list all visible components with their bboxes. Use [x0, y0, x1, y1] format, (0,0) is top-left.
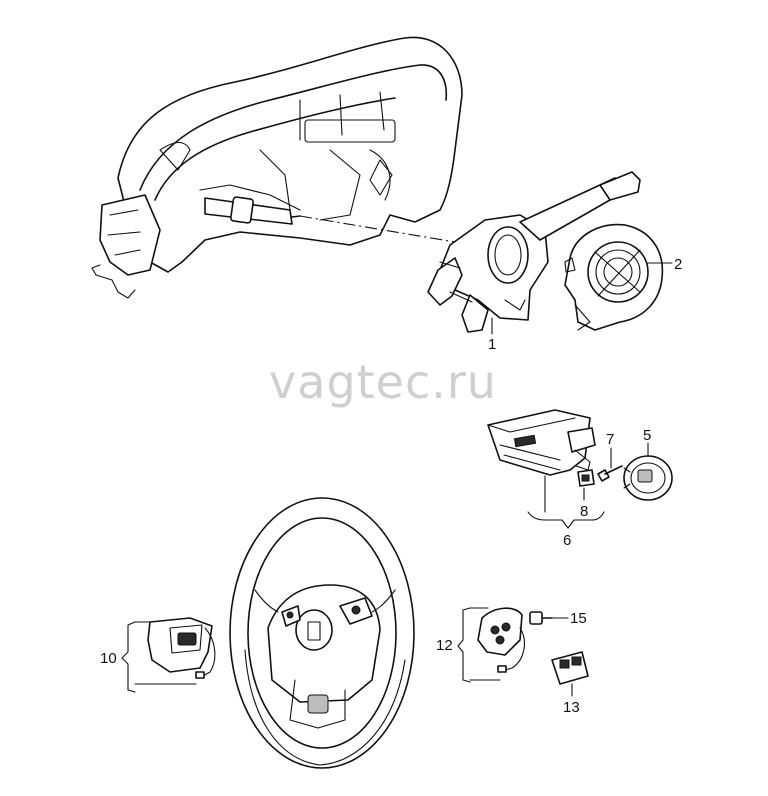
callout-1: 1 — [488, 336, 496, 353]
clip-part-8 — [577, 469, 595, 501]
screw-part-7 — [597, 447, 623, 482]
callout-12: 12 — [436, 637, 453, 654]
bracket-group-12 — [457, 607, 471, 683]
callout-13: 13 — [563, 699, 580, 716]
callout-7: 7 — [606, 431, 614, 448]
control-unit-part-6 — [487, 409, 596, 513]
callout-5: 5 — [643, 427, 651, 444]
callout-6: 6 — [563, 532, 571, 549]
right-button-module-part-12 — [477, 607, 525, 673]
dashboard-assembly — [91, 36, 463, 299]
left-button-module-part-10 — [147, 617, 216, 679]
steering-wheel — [229, 497, 415, 769]
screw-part-15 — [529, 611, 569, 625]
switch-part-13 — [551, 651, 589, 697]
bracket-group-6 — [527, 511, 605, 529]
callout-10: 10 — [100, 650, 117, 667]
callout-15: 15 — [570, 610, 587, 627]
horn-contact-part-5 — [623, 442, 673, 501]
bracket-group-10 — [121, 621, 136, 693]
clock-spring-part-2 — [564, 223, 673, 331]
callout-8: 8 — [580, 503, 588, 520]
callout-2: 2 — [674, 256, 682, 273]
combination-switch-part-1 — [427, 171, 641, 335]
watermark-text: vagtec.ru — [269, 355, 497, 409]
